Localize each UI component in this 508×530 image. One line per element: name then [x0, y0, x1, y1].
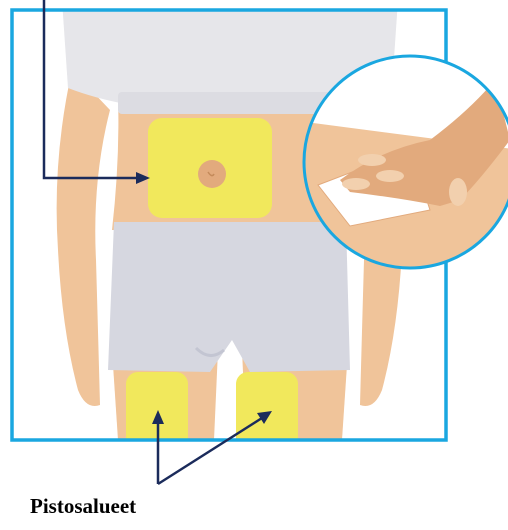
shirt-hem [118, 92, 342, 114]
injection-sites-caption: Pistosalueet [30, 494, 136, 519]
left-arm [57, 70, 110, 406]
shorts [108, 222, 350, 372]
navel [198, 160, 226, 188]
